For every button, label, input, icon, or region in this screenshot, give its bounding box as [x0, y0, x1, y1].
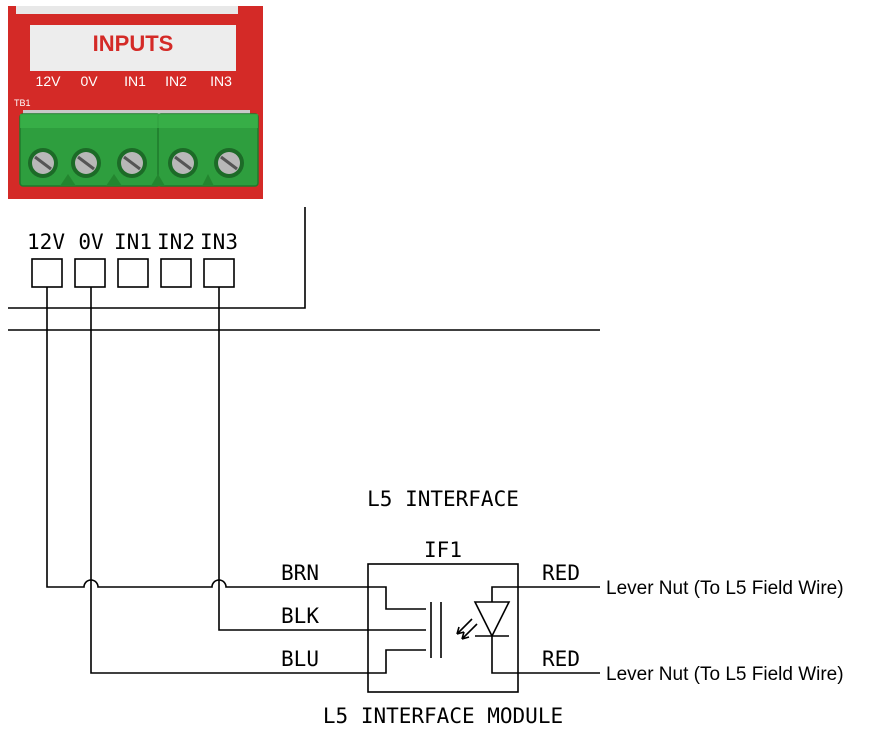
- output-label-red-1: RED: [542, 561, 580, 585]
- photo-label-0v: 0V: [80, 73, 98, 89]
- wire-blk: [218, 287, 368, 631]
- terminal-block-photo-art: INPUTS 12V 0V IN1 IN2 IN3 TB1: [8, 6, 263, 199]
- inputs-header: INPUTS: [93, 31, 174, 56]
- terminal-box-in1: [117, 258, 149, 288]
- photo-label-in2: IN2: [165, 73, 187, 89]
- relay-symbol: [368, 586, 518, 674]
- gate-lead-top: [368, 586, 426, 610]
- top-label-strip: [16, 6, 238, 14]
- output-label-red-2: RED: [542, 647, 580, 671]
- light-arrow-1: [456, 618, 473, 635]
- lever-nut-label-1: Lever Nut (To L5 Field Wire): [606, 578, 844, 599]
- wire-label-brn: BRN: [281, 561, 319, 585]
- terminal-label-in1: IN1: [114, 230, 152, 254]
- interface-module-box: [367, 563, 519, 693]
- block-top-face: [20, 114, 258, 128]
- terminal-label-in2: IN2: [157, 230, 195, 254]
- lever-nut-label-2: Lever Nut (To L5 Field Wire): [606, 664, 844, 685]
- block-top-edge: [23, 110, 250, 116]
- module-label: L5 INTERFACE MODULE: [323, 704, 563, 728]
- terminal-box-in2: [160, 258, 192, 288]
- panel-boundary: [8, 207, 306, 309]
- screw-0v: [71, 148, 101, 178]
- terminal-box-in3: [203, 258, 235, 288]
- terminal-block-photo: INPUTS 12V 0V IN1 IN2 IN3 TB1: [8, 6, 263, 199]
- component-ref: IF1: [424, 538, 462, 562]
- terminal-box-12v: [31, 258, 63, 288]
- gate-lead-bottom: [368, 649, 426, 674]
- inputs-label-plate: [30, 25, 236, 71]
- light-arrowhead-1: [456, 626, 465, 635]
- screw-12v: [28, 148, 58, 178]
- light-arrowhead-2: [461, 631, 470, 640]
- interface-title: L5 INTERFACE: [367, 487, 519, 511]
- output-lead-bottom: [491, 636, 518, 674]
- wire-label-blk: BLK: [281, 604, 319, 628]
- tb1-label: TB1: [14, 98, 31, 108]
- photo-label-12v: 12V: [36, 73, 62, 89]
- terminal-label-in3: IN3: [200, 230, 238, 254]
- output-lead-top: [491, 586, 518, 602]
- terminal-label-12v: 12V: [27, 230, 65, 254]
- screw-terminals: [28, 148, 244, 178]
- light-arrow-2: [461, 623, 478, 640]
- wire-label-blu: BLU: [281, 647, 319, 671]
- wire-blu: [90, 287, 368, 674]
- screw-in2: [168, 148, 198, 178]
- screw-in1: [117, 148, 147, 178]
- terminal-label-0v: 0V: [78, 230, 104, 254]
- screw-in3: [214, 148, 244, 178]
- diode-triangle: [473, 601, 511, 638]
- photo-label-in3: IN3: [210, 73, 232, 89]
- photo-label-in1: IN1: [124, 73, 146, 89]
- wire-brn: [46, 287, 368, 588]
- terminal-ridges: [60, 174, 214, 186]
- terminal-box-0v: [74, 258, 106, 288]
